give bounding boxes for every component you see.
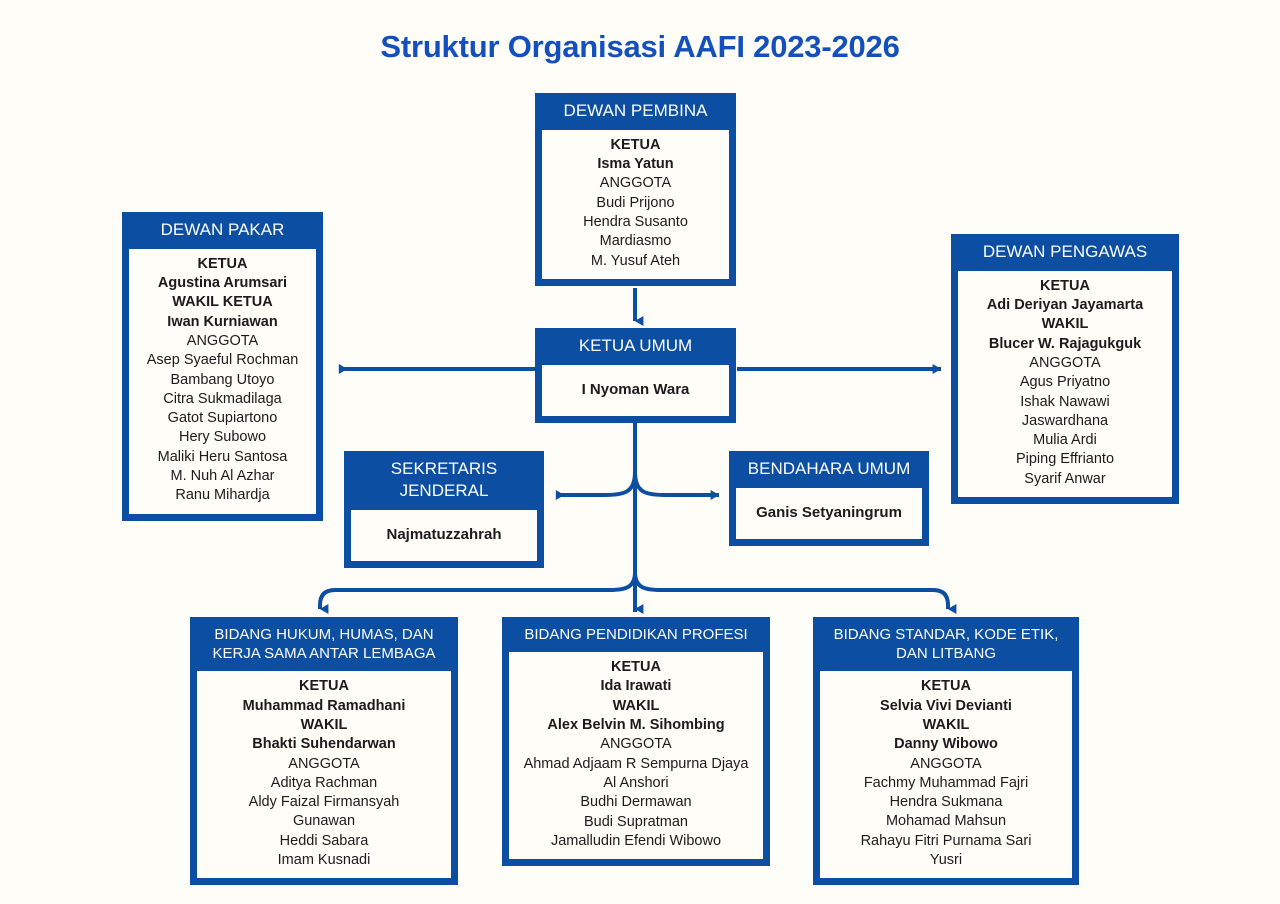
node-line: Iwan Kurniawan <box>167 313 278 330</box>
node-line: Fachmy Muhammad Fajri <box>863 774 1029 791</box>
node-line: Budi Supratman <box>584 813 688 830</box>
node-line: Blucer W. Rajagukguk <box>988 335 1142 352</box>
node-line: Ganis Setyaningrum <box>756 503 902 521</box>
node-bidang-hukum[interactable]: BIDANG HUKUM, HUMAS, DAN KERJA SAMA ANTA… <box>190 617 458 886</box>
node-line: Maliki Heru Santosa <box>157 448 288 465</box>
node-bidang-pendidikan-profesi[interactable]: BIDANG PENDIDIKAN PROFESI KETUA Ida Irawa… <box>502 617 770 867</box>
node-bidang-standar-header: BIDANG STANDAR, KODE ETIK, DAN LITBANG <box>833 626 1059 663</box>
node-line: Yusri <box>929 852 963 869</box>
node-line: ANGGOTA <box>910 755 982 772</box>
node-line: ANGGOTA <box>600 736 672 753</box>
node-line: Jaswardhana <box>1021 412 1109 429</box>
node-line: Syarif Anwar <box>1024 470 1106 487</box>
node-line: Budi Prijono <box>596 194 675 211</box>
node-line: Ida Irawati <box>600 678 672 695</box>
node-bidang-pendidikan-profesi-header: BIDANG PENDIDIKAN PROFESI <box>524 626 748 643</box>
node-line: Najmatuzzahrah <box>386 525 502 543</box>
node-sekretaris-jenderal-header: SEKRETARIS JENDERAL <box>390 459 498 500</box>
node-line: KETUA <box>610 136 661 153</box>
node-sekretaris-jenderal-body: Najmatuzzahrah <box>350 508 538 562</box>
node-line: KETUA <box>611 659 661 676</box>
node-bendahara-umum-header: BENDAHARA UMUM <box>747 459 911 478</box>
node-line: Aditya Rachman <box>270 774 378 791</box>
node-bidang-standar[interactable]: BIDANG STANDAR, KODE ETIK, DAN LITBANG K… <box>813 617 1079 886</box>
node-sekretaris-jenderal[interactable]: SEKRETARIS JENDERAL Najmatuzzahrah <box>344 451 544 568</box>
node-line: KETUA <box>197 255 248 272</box>
node-line: Hery Subowo <box>178 429 267 446</box>
node-bendahara-umum-body: Ganis Setyaningrum <box>735 486 923 541</box>
node-line: Citra Sukmadilaga <box>163 390 282 407</box>
node-dewan-pakar-header: DEWAN PAKAR <box>160 220 285 239</box>
node-line: ANGGOTA <box>288 755 360 772</box>
node-line: Aldy Faizal Firmansyah <box>248 794 400 811</box>
node-dewan-pengawas-header: DEWAN PENGAWAS <box>982 242 1148 261</box>
node-line: Rahayu Fitri Purnama Sari <box>860 832 1032 849</box>
node-line: Alex Belvin M. Sihombing <box>547 717 725 734</box>
node-line: Bambang Utoyo <box>170 371 275 388</box>
node-bidang-hukum-header: BIDANG HUKUM, HUMAS, DAN KERJA SAMA ANTA… <box>212 626 436 663</box>
node-line: KETUA <box>299 678 349 695</box>
node-line: M. Nuh Al Azhar <box>170 468 275 485</box>
node-line: Piping Effrianto <box>1015 451 1115 468</box>
node-line: Budhi Dermawan <box>580 794 692 811</box>
node-ketua-umum-body: I Nyoman Wara <box>541 363 730 418</box>
node-line: Imam Kusnadi <box>277 852 371 869</box>
node-line: Selvia Vivi Devianti <box>880 697 1012 714</box>
node-line: Asep Syaeful Rochman <box>146 352 299 369</box>
node-line: Hendra Sukmana <box>889 794 1003 811</box>
node-line: WAKIL <box>1041 316 1089 333</box>
node-line: Isma Yatun <box>597 156 674 173</box>
node-line: Bhakti Suhendarwan <box>252 736 396 753</box>
node-line: Mardiasmo <box>599 233 672 250</box>
node-ketua-umum-header: KETUA UMUM <box>578 336 693 355</box>
node-dewan-pembina-header: DEWAN PEMBINA <box>563 101 708 120</box>
node-line: WAKIL <box>300 716 348 733</box>
node-line: Muhammad Ramadhani <box>242 697 406 714</box>
node-line: M. Yusuf Ateh <box>590 252 681 269</box>
node-ketua-umum[interactable]: KETUA UMUM I Nyoman Wara <box>535 328 736 424</box>
node-line: ANGGOTA <box>599 175 672 192</box>
node-line: Jamalludin Efendi Wibowo <box>550 832 722 849</box>
node-line: I Nyoman Wara <box>581 380 690 398</box>
node-line: ANGGOTA <box>1029 354 1101 371</box>
node-line: Gatot Supiartono <box>167 410 278 427</box>
node-line: Danny Wibowo <box>894 736 998 753</box>
node-line: Mulia Ardi <box>1033 432 1097 449</box>
node-line: WAKIL <box>612 697 660 714</box>
node-line: Al Anshori <box>603 774 669 791</box>
node-line: WAKIL <box>922 716 970 733</box>
node-dewan-pengawas[interactable]: DEWAN PENGAWAS KETUA Adi Deriyan Jayamart… <box>951 234 1179 505</box>
node-line: Mohamad Mahsun <box>885 813 1007 830</box>
node-line: Ahmad Adjaam R Sempurna Djaya <box>523 755 749 772</box>
node-bendahara-umum[interactable]: BENDAHARA UMUM Ganis Setyaningrum <box>729 451 929 547</box>
node-line: Hendra Susanto <box>583 213 688 230</box>
node-line: Adi Deriyan Jayamarta <box>986 297 1144 314</box>
node-line: KETUA <box>1040 277 1090 294</box>
node-line: Heddi Sabara <box>279 832 369 849</box>
page-title: Struktur Organisasi AAFI 2023-2026 <box>380 29 900 64</box>
node-line: Ranu Mihardja <box>175 487 270 504</box>
node-line: Agustina Arumsari <box>157 275 288 292</box>
node-line: KETUA <box>921 678 971 695</box>
node-line: Gunawan <box>292 813 356 830</box>
node-line: ANGGOTA <box>186 332 259 349</box>
node-line: WAKIL KETUA <box>172 294 273 311</box>
node-line: Ishak Nawawi <box>1020 393 1110 410</box>
node-line: Agus Priyatno <box>1019 374 1111 391</box>
